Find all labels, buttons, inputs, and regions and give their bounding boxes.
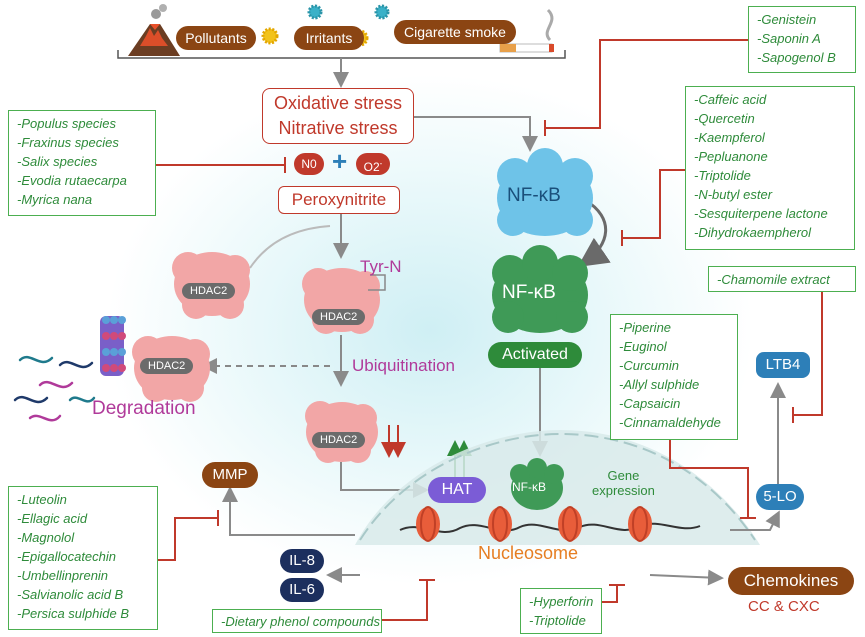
inhibitor-item: -Sapogenol B: [757, 50, 836, 65]
nfkb-activated-icon: [492, 245, 588, 333]
hat-badge: HAT: [428, 477, 486, 503]
inhibitor-item: -Dihydrokaempherol: [694, 225, 812, 240]
inhibitor-item: -Chamomile extract: [717, 272, 830, 287]
mmp-badge: MMP: [202, 462, 258, 488]
hdac2-label: HDAC2: [140, 358, 194, 374]
activated-badge: Activated: [488, 342, 582, 368]
inhibitor-item: -Persica sulphide B: [17, 606, 129, 621]
inhibitor-item: -Cinnamaldehyde: [619, 415, 721, 430]
inhibitor-item: -Magnolol: [17, 530, 75, 545]
gene-expression-line2: expression: [592, 483, 655, 498]
inhibitor-item: -Myrica nana: [17, 192, 93, 207]
il8-badge: IL-8: [280, 549, 324, 573]
inhibitor-item: -Sesquiterpene lactone: [694, 206, 828, 221]
inhibitor-item: -Ellagic acid: [17, 511, 88, 526]
chemokines-badge: Chemokines: [728, 567, 854, 595]
nucleosome-icon: [416, 506, 652, 542]
pollutants-label: Pollutants: [176, 26, 256, 50]
peroxynitrite-box: Peroxynitrite: [278, 186, 400, 214]
nfkb-nuclear-label: NF-κB: [512, 480, 546, 494]
inhibitor-item: -Triptolide: [529, 613, 586, 628]
inhibitor-item: -Luteolin: [17, 492, 67, 507]
nitric-oxide-badge: N0: [294, 153, 324, 175]
inhibitor-item: -Triptolide: [694, 168, 751, 183]
hdac2-label: HDAC2: [182, 283, 236, 299]
ubiquitination-label: Ubiquitination: [352, 356, 456, 375]
nfkb-nuclear-icon: [510, 458, 564, 510]
il6-badge: IL-6: [280, 578, 324, 602]
degradation-label: Degradation: [92, 398, 196, 419]
inhibitor-box-luteolin: -Luteolin -Ellagic acid -Magnolol -Epiga…: [8, 486, 158, 630]
hdac2-label: HDAC2: [312, 432, 366, 448]
plus-sign: +: [332, 146, 348, 176]
oxidative-stress-label: Oxidative stress: [273, 93, 403, 113]
inhibitor-item: -Salvianolic acid B: [17, 587, 124, 602]
irritants-label: Irritants: [294, 26, 364, 50]
oxidative-stress-box: Oxidative stress Nitrative stress: [262, 88, 414, 144]
nfkb-inactive-icon: [497, 148, 593, 236]
inhibitor-item: -Evodia rutaecarpa: [17, 173, 127, 188]
inhibitor-item: -Dietary phenol compounds: [221, 614, 380, 629]
tyr-n-label: Tyr-N: [360, 257, 402, 276]
gene-expression-label: Gene expression: [592, 468, 655, 498]
inhibitor-item: -Genistein: [757, 12, 817, 27]
volcano-icon: [128, 4, 180, 56]
superoxide-badge: O2-: [356, 153, 390, 175]
nitrative-stress-label: Nitrative stress: [278, 118, 398, 138]
5-lo-badge: 5-LO: [756, 484, 804, 510]
ltb4-badge: LTB4: [756, 352, 810, 378]
inhibitor-item: -Curcumin: [619, 358, 679, 373]
superoxide-charge: -: [379, 159, 383, 168]
inhibitor-item: -Fraxinus species: [17, 135, 119, 150]
inhibitor-box-genistein: -Genistein -Saponin A -Sapogenol B: [748, 6, 856, 73]
inhibitor-box-dietary: -Dietary phenol compounds: [212, 609, 382, 633]
nucleosome-label: Nucleosome: [478, 543, 579, 563]
inhibitor-item: -Saponin A: [757, 31, 821, 46]
inhibitor-item: -Allyl sulphide: [619, 377, 700, 392]
inhibitor-item: -Quercetin: [694, 111, 755, 126]
inhibitor-item: -N-butyl ester: [694, 187, 773, 202]
hdac2-label: HDAC2: [312, 309, 366, 325]
peptide-fragments-icon: [13, 355, 96, 422]
nfkb-label: NF-κB: [507, 185, 561, 206]
inhibitor-item: -Pepluanone: [694, 149, 768, 164]
inhibitor-box-piperine: -Piperine -Euginol -Curcumin -Allyl sulp…: [610, 314, 738, 440]
superoxide-label: O2: [363, 160, 380, 174]
inhibitor-item: -Hyperforin: [529, 594, 594, 609]
source-bracket: [117, 50, 566, 59]
inhibitor-box-hyperforin: -Hyperforin -Triptolide: [520, 588, 602, 634]
cigarette-smoke-label: Cigarette smoke: [394, 20, 516, 44]
inhibitor-item: -Umbellinprenin: [17, 568, 109, 583]
inhibitor-item: -Kaempferol: [694, 130, 765, 145]
cc-cxc-label: CC & CXC: [748, 598, 820, 615]
inhibitor-item: -Capsaicin: [619, 396, 681, 411]
inhibitor-box-populus: -Populus species -Fraxinus species -Sali…: [8, 110, 156, 216]
inhibitor-item: -Populus species: [17, 116, 116, 131]
inhibitor-item: -Euginol: [619, 339, 667, 354]
gene-expression-line1: Gene: [607, 468, 640, 483]
inhibitor-box-caffeic: -Caffeic acid -Quercetin -Kaempferol -Pe…: [685, 86, 855, 250]
inhibitor-box-chamomile: -Chamomile extract: [708, 266, 856, 292]
proteasome-icon: [100, 316, 126, 376]
nfkb-activated-label: NF-κB: [502, 282, 556, 303]
cigarette-icon: [499, 8, 554, 53]
inhibitor-item: -Epigallocatechin: [17, 549, 117, 564]
inhibitor-item: -Salix species: [17, 154, 98, 169]
inhibitor-item: -Piperine: [619, 320, 672, 335]
inhibitor-item: -Caffeic acid: [694, 92, 767, 107]
